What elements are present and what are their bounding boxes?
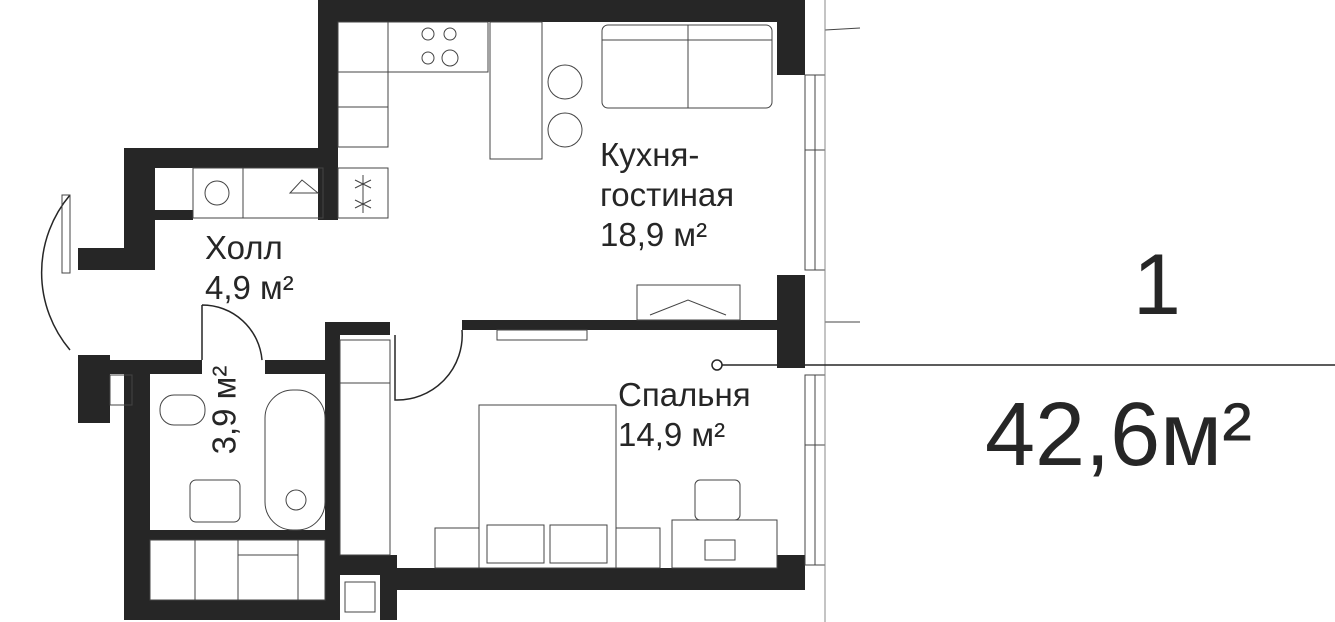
hall-name: Холл	[205, 229, 283, 266]
bathroom-door-swing	[201, 304, 263, 361]
total-area: 42,6м²	[985, 385, 1253, 485]
bedroom-label: Спальня 14,9 м²	[618, 375, 751, 455]
entrance-door-swing	[40, 194, 71, 351]
bathroom-area: 3,9 м²	[205, 365, 243, 455]
kitchen-name-2: гостиная	[600, 176, 735, 213]
doors	[40, 194, 463, 401]
room-marker-icon	[711, 359, 723, 371]
hall-furniture	[192, 167, 324, 219]
room-count: 1	[1133, 237, 1181, 333]
kitchen-name: Кухня-	[600, 136, 700, 173]
kitchen-area: 18,9 м²	[600, 216, 708, 253]
bedroom-name: Спальня	[618, 376, 751, 413]
hall-label: Холл 4,9 м²	[205, 228, 294, 308]
bathroom-fixtures	[109, 374, 376, 613]
kitchen-furniture	[337, 21, 773, 321]
leader-lines	[711, 0, 1335, 622]
bedroom-door-swing	[394, 329, 463, 401]
bedroom-area: 14,9 м²	[618, 416, 726, 453]
bedroom-furniture	[339, 329, 778, 569]
hall-area: 4,9 м²	[205, 269, 294, 306]
walls	[78, 0, 805, 620]
windows	[804, 27, 861, 566]
kitchen-label: Кухня- гостиная 18,9 м²	[600, 135, 734, 255]
